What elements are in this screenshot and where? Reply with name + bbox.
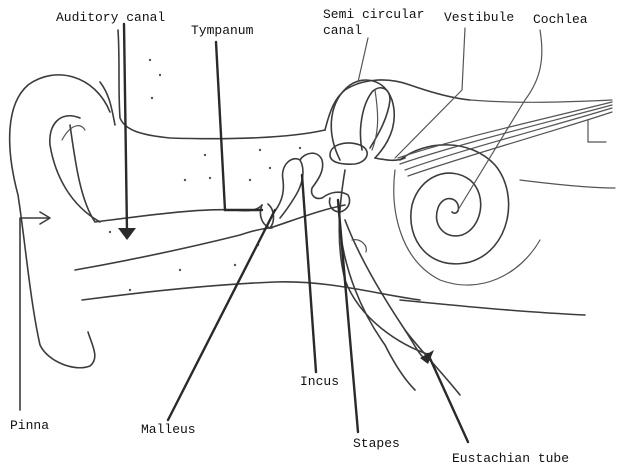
cochlea-outer-ring xyxy=(393,169,541,286)
inner-ear-casing xyxy=(338,169,431,356)
semicircular-canal-inner xyxy=(359,87,391,151)
label-malleus: Malleus xyxy=(141,422,196,437)
leader-eustachian xyxy=(426,352,470,444)
semicircular-canal-loop xyxy=(329,142,368,165)
label-pinna: Pinna xyxy=(10,418,50,433)
semicircular-canal-outer xyxy=(330,79,396,161)
label-tympanum: Tympanum xyxy=(191,23,254,38)
semicircular-canal-tube xyxy=(371,89,379,151)
leader-cochlea xyxy=(457,29,543,211)
incus-bone xyxy=(299,152,324,200)
leader-semicircular xyxy=(357,37,369,83)
canal-speckles xyxy=(108,58,302,292)
arrow-pinna xyxy=(39,211,51,225)
pinna-outline xyxy=(8,74,111,369)
malleus-bone xyxy=(271,158,304,219)
cochlea-spiral xyxy=(399,144,510,265)
canal-upper-wall xyxy=(69,124,263,223)
label-cochlea: Cochlea xyxy=(533,12,588,27)
arrow-eustachian xyxy=(420,350,434,364)
leader-pinna xyxy=(19,217,49,411)
label-vestibule: Vestibule xyxy=(444,10,515,25)
leader-auditory-canal xyxy=(122,22,129,234)
arrow-auditory-canal xyxy=(118,228,136,240)
leader-stapes xyxy=(336,198,360,434)
label-auditory-canal: Auditory canal xyxy=(56,10,166,25)
tube-small-curl xyxy=(351,239,367,253)
eustachian-tube-lower xyxy=(339,229,416,391)
pinna-top-fold xyxy=(99,81,116,126)
pinna-antihelix xyxy=(61,125,86,141)
label-stapes: Stapes xyxy=(353,436,400,451)
lower-skull-line xyxy=(399,299,586,316)
pinna-helix-inner xyxy=(49,115,101,223)
leader-tympanum xyxy=(214,40,264,212)
canal-floor xyxy=(81,281,421,301)
label-semi-circular-line1: Semi circular xyxy=(323,7,425,22)
label-incus: Incus xyxy=(300,374,340,389)
skull-top xyxy=(117,29,326,140)
label-semi-circular-line2: canal xyxy=(323,23,363,38)
leader-vestibule xyxy=(394,27,466,159)
leader-malleus xyxy=(166,208,277,422)
label-eustachian-tube: Eustachian tube xyxy=(452,451,570,466)
leader-incus xyxy=(300,173,318,374)
canal-lower-wall xyxy=(74,227,273,271)
eustachian-tube-upper xyxy=(344,219,429,361)
auditory-nerve xyxy=(397,99,616,189)
